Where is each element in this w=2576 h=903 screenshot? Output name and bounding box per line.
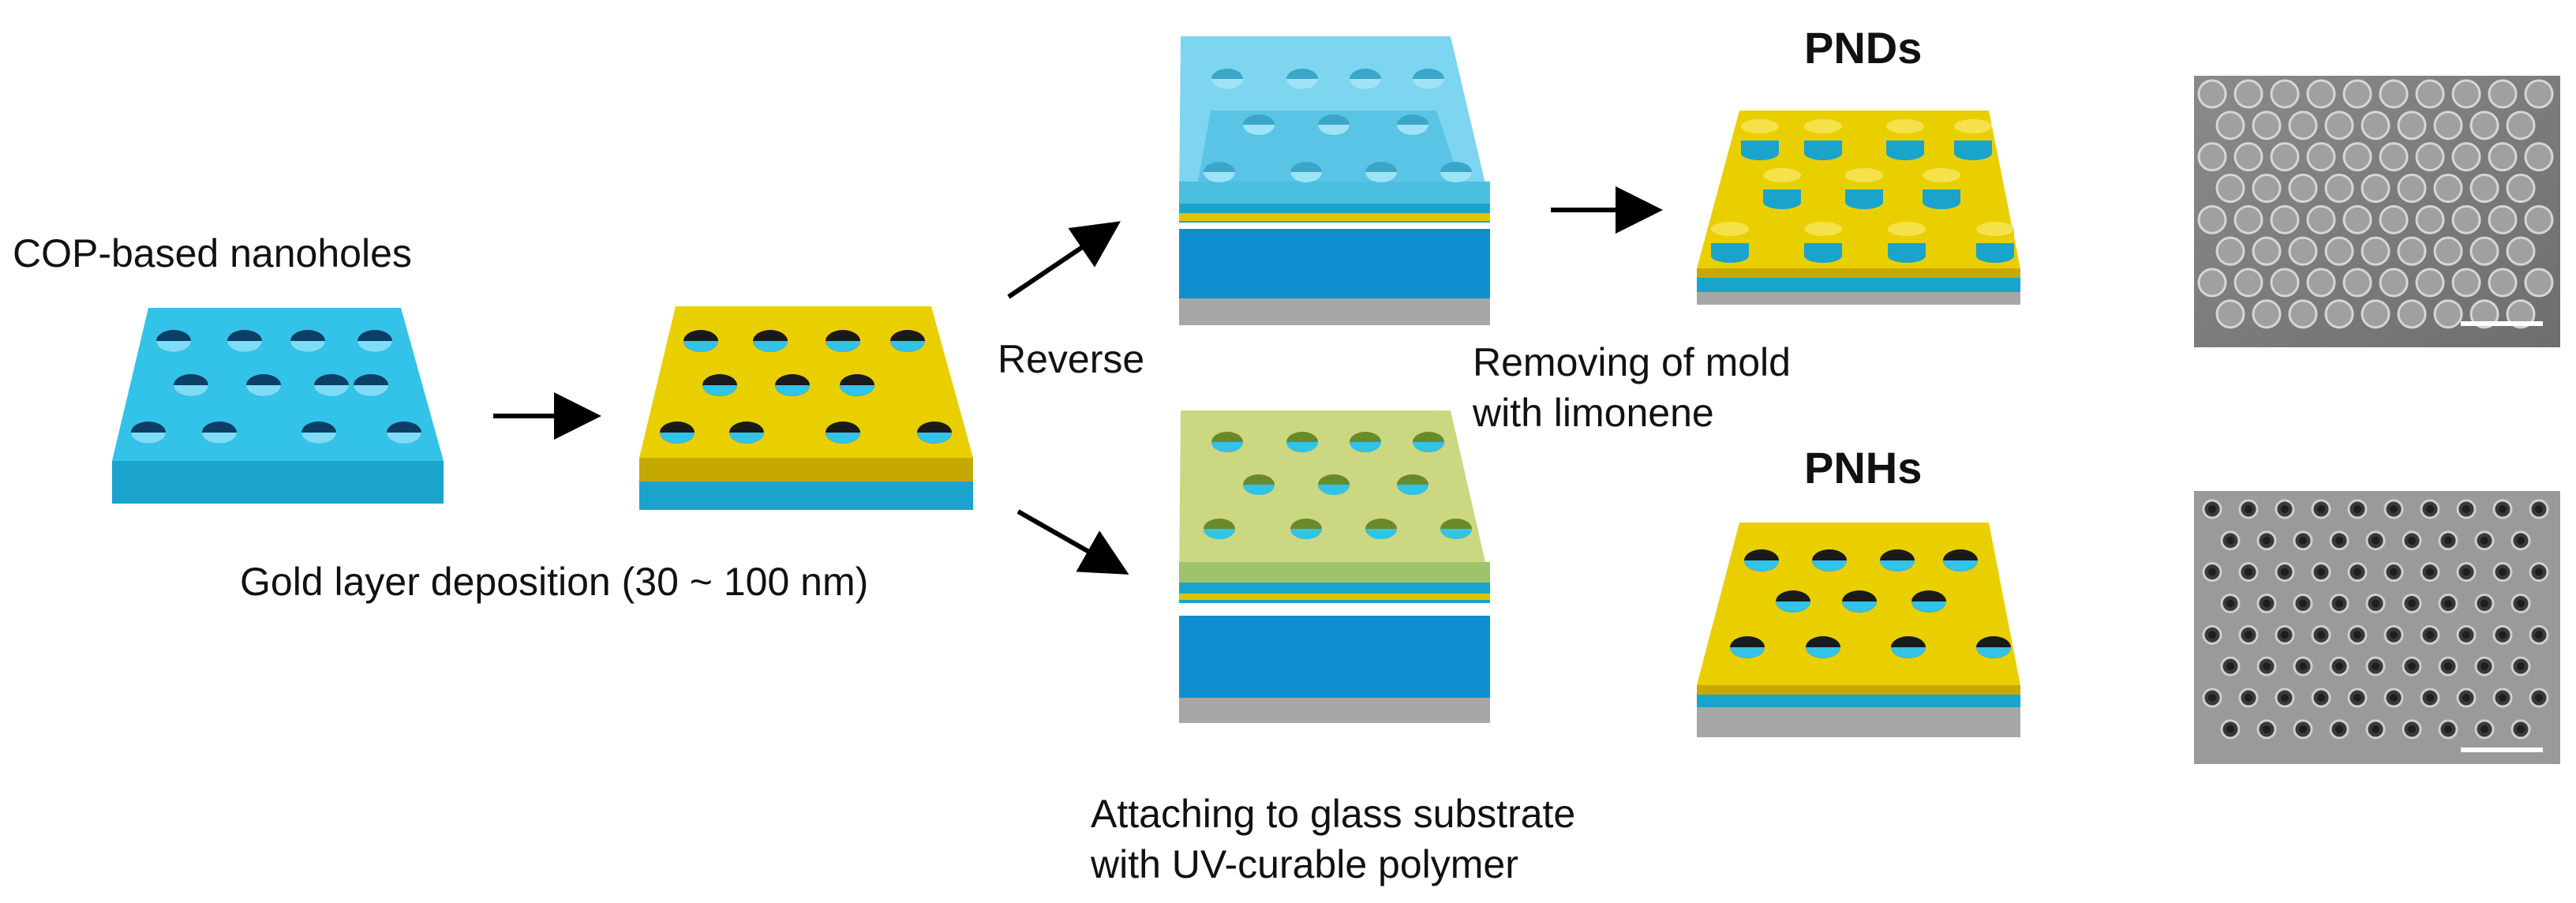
nanohole <box>1318 114 1350 135</box>
label-attaching-2: with UV-curable polymer <box>1091 842 1518 886</box>
nanohole <box>1365 162 1397 182</box>
pnds-structure <box>1697 111 2020 305</box>
nanohole <box>702 374 737 396</box>
nanohole <box>131 422 166 444</box>
nanohole <box>301 422 336 444</box>
attached-stack-bottom <box>1179 410 1490 723</box>
label-gold-deposition: Gold layer deposition (30 ~ 100 nm) <box>240 560 869 604</box>
nanodisk <box>1804 222 1842 263</box>
nanohole <box>1440 162 1472 182</box>
label-reverse: Reverse <box>998 337 1145 381</box>
nanodisk <box>1923 168 1960 209</box>
nanohole <box>1812 549 1847 571</box>
nanohole <box>1397 114 1428 135</box>
label-attaching-1: Attaching to glass substrate <box>1091 792 1576 836</box>
nanohole <box>1911 590 1946 613</box>
nanodisk <box>1711 222 1749 263</box>
nanohole <box>156 330 191 352</box>
nanohole <box>1413 69 1444 89</box>
nanodisk <box>1763 168 1801 209</box>
nanohole <box>753 330 788 352</box>
nanodisk <box>1976 222 2014 263</box>
nanohole <box>1243 114 1275 135</box>
title-pnhs: PNHs <box>1804 443 1923 493</box>
nanohole <box>1943 549 1978 571</box>
nanohole <box>1413 432 1444 452</box>
nanodisk <box>1888 222 1926 263</box>
sem-image-pnhs <box>2194 491 2560 764</box>
nanohole <box>1286 432 1318 452</box>
nanohole <box>1397 474 1428 495</box>
nanodisk <box>1741 119 1779 160</box>
nanohole <box>1290 162 1322 182</box>
nanohole <box>174 374 208 396</box>
cop-nanohole-substrate <box>112 308 444 504</box>
nanohole <box>729 422 764 444</box>
nanohole <box>826 422 860 444</box>
nanohole <box>1286 69 1318 89</box>
nanohole <box>1243 474 1275 495</box>
nanohole <box>917 422 952 444</box>
nanohole <box>1730 636 1765 658</box>
nanohole <box>660 422 695 444</box>
gold-coated-nanoholes <box>639 306 973 510</box>
nanodisk <box>1845 168 1883 209</box>
nanohole <box>840 374 874 396</box>
label-removing-mold-2: with limonene <box>1473 391 1714 435</box>
arrow-attach <box>1017 509 1129 575</box>
nanodisk <box>1886 119 1924 160</box>
nanohole <box>1211 69 1243 89</box>
label-removing-mold-1: Removing of mold <box>1473 340 1791 384</box>
nanohole <box>354 374 388 396</box>
nanohole <box>1365 519 1397 539</box>
nanohole <box>1842 590 1877 613</box>
nanohole <box>683 330 718 352</box>
sem-image-pnds <box>2194 76 2560 347</box>
nanohole <box>1318 474 1350 495</box>
nanohole <box>227 330 262 352</box>
nanohole <box>1880 549 1915 571</box>
nanohole <box>1350 432 1381 452</box>
nanohole <box>890 330 925 352</box>
title-pnds: PNDs <box>1804 23 1923 73</box>
nanohole <box>1976 636 2011 658</box>
nanodisk <box>1954 119 1992 160</box>
nanohole <box>1744 549 1779 571</box>
nanohole <box>1204 162 1235 182</box>
arrow-reverse <box>1007 221 1121 299</box>
nanohole <box>246 374 281 396</box>
nanohole <box>1440 519 1472 539</box>
nanohole <box>775 374 810 396</box>
nanohole <box>1776 590 1810 613</box>
reversed-stack-top <box>1179 36 1490 325</box>
nanohole <box>290 330 325 352</box>
nanohole <box>1290 519 1322 539</box>
label-cop-nanoholes: COP-based nanoholes <box>13 231 412 275</box>
nanohole <box>1806 636 1840 658</box>
nanohole <box>1350 69 1381 89</box>
nanohole <box>1891 636 1926 658</box>
nanohole <box>1211 432 1243 452</box>
nanohole <box>314 374 349 396</box>
nanohole <box>1204 519 1235 539</box>
nanodisk <box>1804 119 1842 160</box>
nanohole <box>826 330 860 352</box>
pnhs-structure <box>1697 523 2020 737</box>
nanohole <box>202 422 237 444</box>
nanohole <box>387 422 421 444</box>
nanohole <box>358 330 392 352</box>
